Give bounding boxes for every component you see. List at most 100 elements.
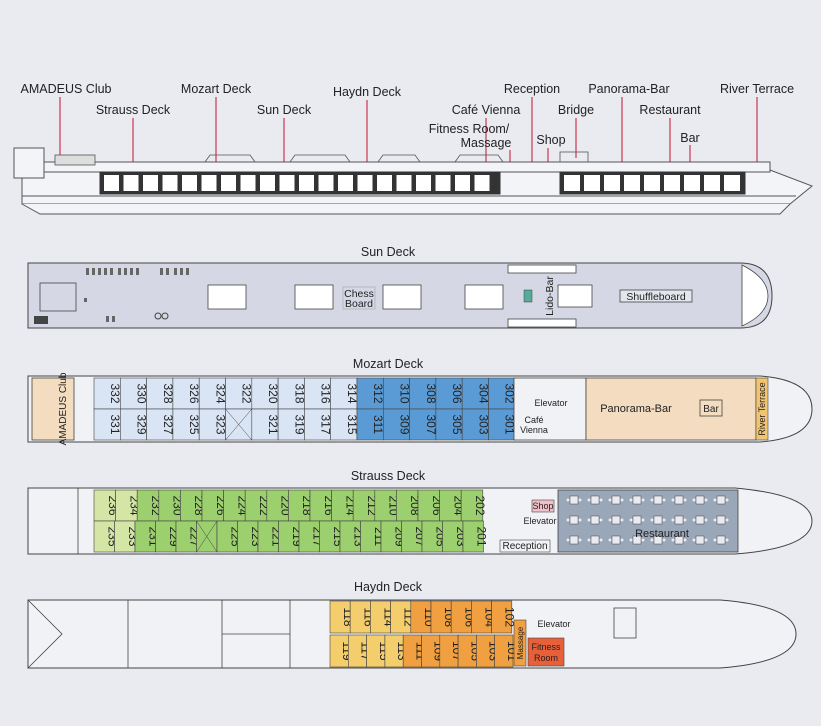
cafe-vienna-label: Café [524,415,543,425]
cabin-number: 326 [187,383,201,403]
cabin-number: 202 [473,495,487,515]
sun-deck-plan: Sun Deck Chess Board Lido-Bar [27,245,773,329]
cabin-number: 201 [474,526,488,546]
fitness-label-2: Room [534,653,558,663]
amadeus-club-room: AMADEUS Club [58,372,69,445]
cabin-number: 311 [371,415,385,434]
label-reception: Reception [504,82,560,96]
restaurant-area [557,489,739,553]
cafe-vienna-label-2: Vienna [520,425,548,435]
cabin-number: 320 [266,383,280,403]
panorama-bar-area [585,377,757,441]
fitness-label: Fitness [531,642,561,652]
label-restaurant: Restaurant [639,103,701,117]
haydn-elevator-label: Elevator [537,619,570,629]
cabin [146,408,174,441]
lido-bar-label: Lido-Bar [544,276,556,316]
cabin [356,377,384,410]
cabin [304,408,331,441]
cabin [356,408,384,441]
cabin-number: 303 [476,414,490,434]
cabin [172,408,200,441]
cabin [488,377,516,410]
cabin-number: 328 [161,383,175,403]
cabin-number: 318 [292,383,306,403]
strauss-elevator-label: Elevator [523,516,556,526]
sun-deck-title: Sun Deck [361,245,416,259]
fitness-room [527,637,565,667]
window-row [104,175,740,191]
chess-board-label: Chess [344,288,374,300]
cabin [330,408,358,441]
cabin [120,377,147,410]
cabin-number: 305 [450,414,464,434]
panorama-bar-label: Panorama-Bar [600,403,672,415]
label-bar: Bar [680,131,699,145]
cabin [409,408,437,441]
cabin-number: 315 [345,414,359,434]
cabin [382,408,410,441]
label-river-terrace: River Terrace [720,82,794,96]
label-sun-deck: Sun Deck [257,103,312,117]
massage-label: Massage [516,626,525,659]
label-massage: Massage [461,136,512,150]
mozart-elevator-label: Elevator [534,398,567,408]
strauss-deck-title: Strauss Deck [351,469,426,483]
cabin-number: 324 [213,383,227,403]
label-mozart-deck: Mozart Deck [181,82,252,96]
cabin-number: 314 [345,383,359,403]
cabin-number: 321 [266,414,280,434]
mozart-deck-plan: Mozart Deck AMADEUS Club 332 330 328 326 324… [27,357,813,445]
label-bridge: Bridge [558,103,594,117]
restaurant-tables [566,495,729,545]
skylights [207,284,504,310]
cabin-number: 306 [450,383,464,403]
cabin-number: 307 [424,414,438,434]
cabin [461,408,489,441]
cabin-number: 308 [424,383,438,403]
ship-profile: AMADEUS Club Strauss Deck Mozart Deck Su… [13,82,813,215]
cabin-number: 327 [161,414,175,434]
restaurant-label: Restaurant [635,528,689,540]
cabin-number: 304 [476,383,490,403]
sun-loungers [84,268,189,322]
haydn-deck-title: Haydn Deck [354,580,423,594]
shuffleboard-label: Shuffleboard [626,291,686,303]
haydn-deck-outline [27,599,797,669]
chess-board-label-2: Board [345,298,373,310]
cabin [251,377,279,410]
cabin [120,408,147,441]
cabin [462,520,484,553]
reception-label: Reception [502,541,547,552]
cabin-number: 309 [397,414,411,434]
cabin-number: 323 [213,414,227,434]
cabin-number: 310 [397,383,411,403]
cabin-number: 331 [108,414,122,434]
label-fitness-room: Fitness Room/ [429,122,510,136]
cabin-number: 316 [319,383,333,403]
label-shop: Shop [536,133,565,147]
cabin [304,377,331,410]
river-terrace-label: River Terrace [757,382,767,435]
label-cafe-vienna: Café Vienna [452,103,521,117]
cabin [494,634,514,668]
shop-label: Shop [532,501,553,511]
cabin-number: 301 [503,414,517,434]
cabin [491,600,513,634]
cabin-number: 102 [503,607,517,627]
cabin [277,408,305,441]
cabin-number: 322 [240,383,254,403]
cabin-number: 332 [108,383,122,403]
cabin-number: 319 [292,414,306,434]
cabin-number: 330 [134,383,148,403]
cabin-number: 317 [319,414,333,434]
mozart-deck-title: Mozart Deck [353,357,424,371]
cabin [461,377,489,410]
cabin [435,408,463,441]
label-haydn-deck: Haydn Deck [333,85,402,99]
